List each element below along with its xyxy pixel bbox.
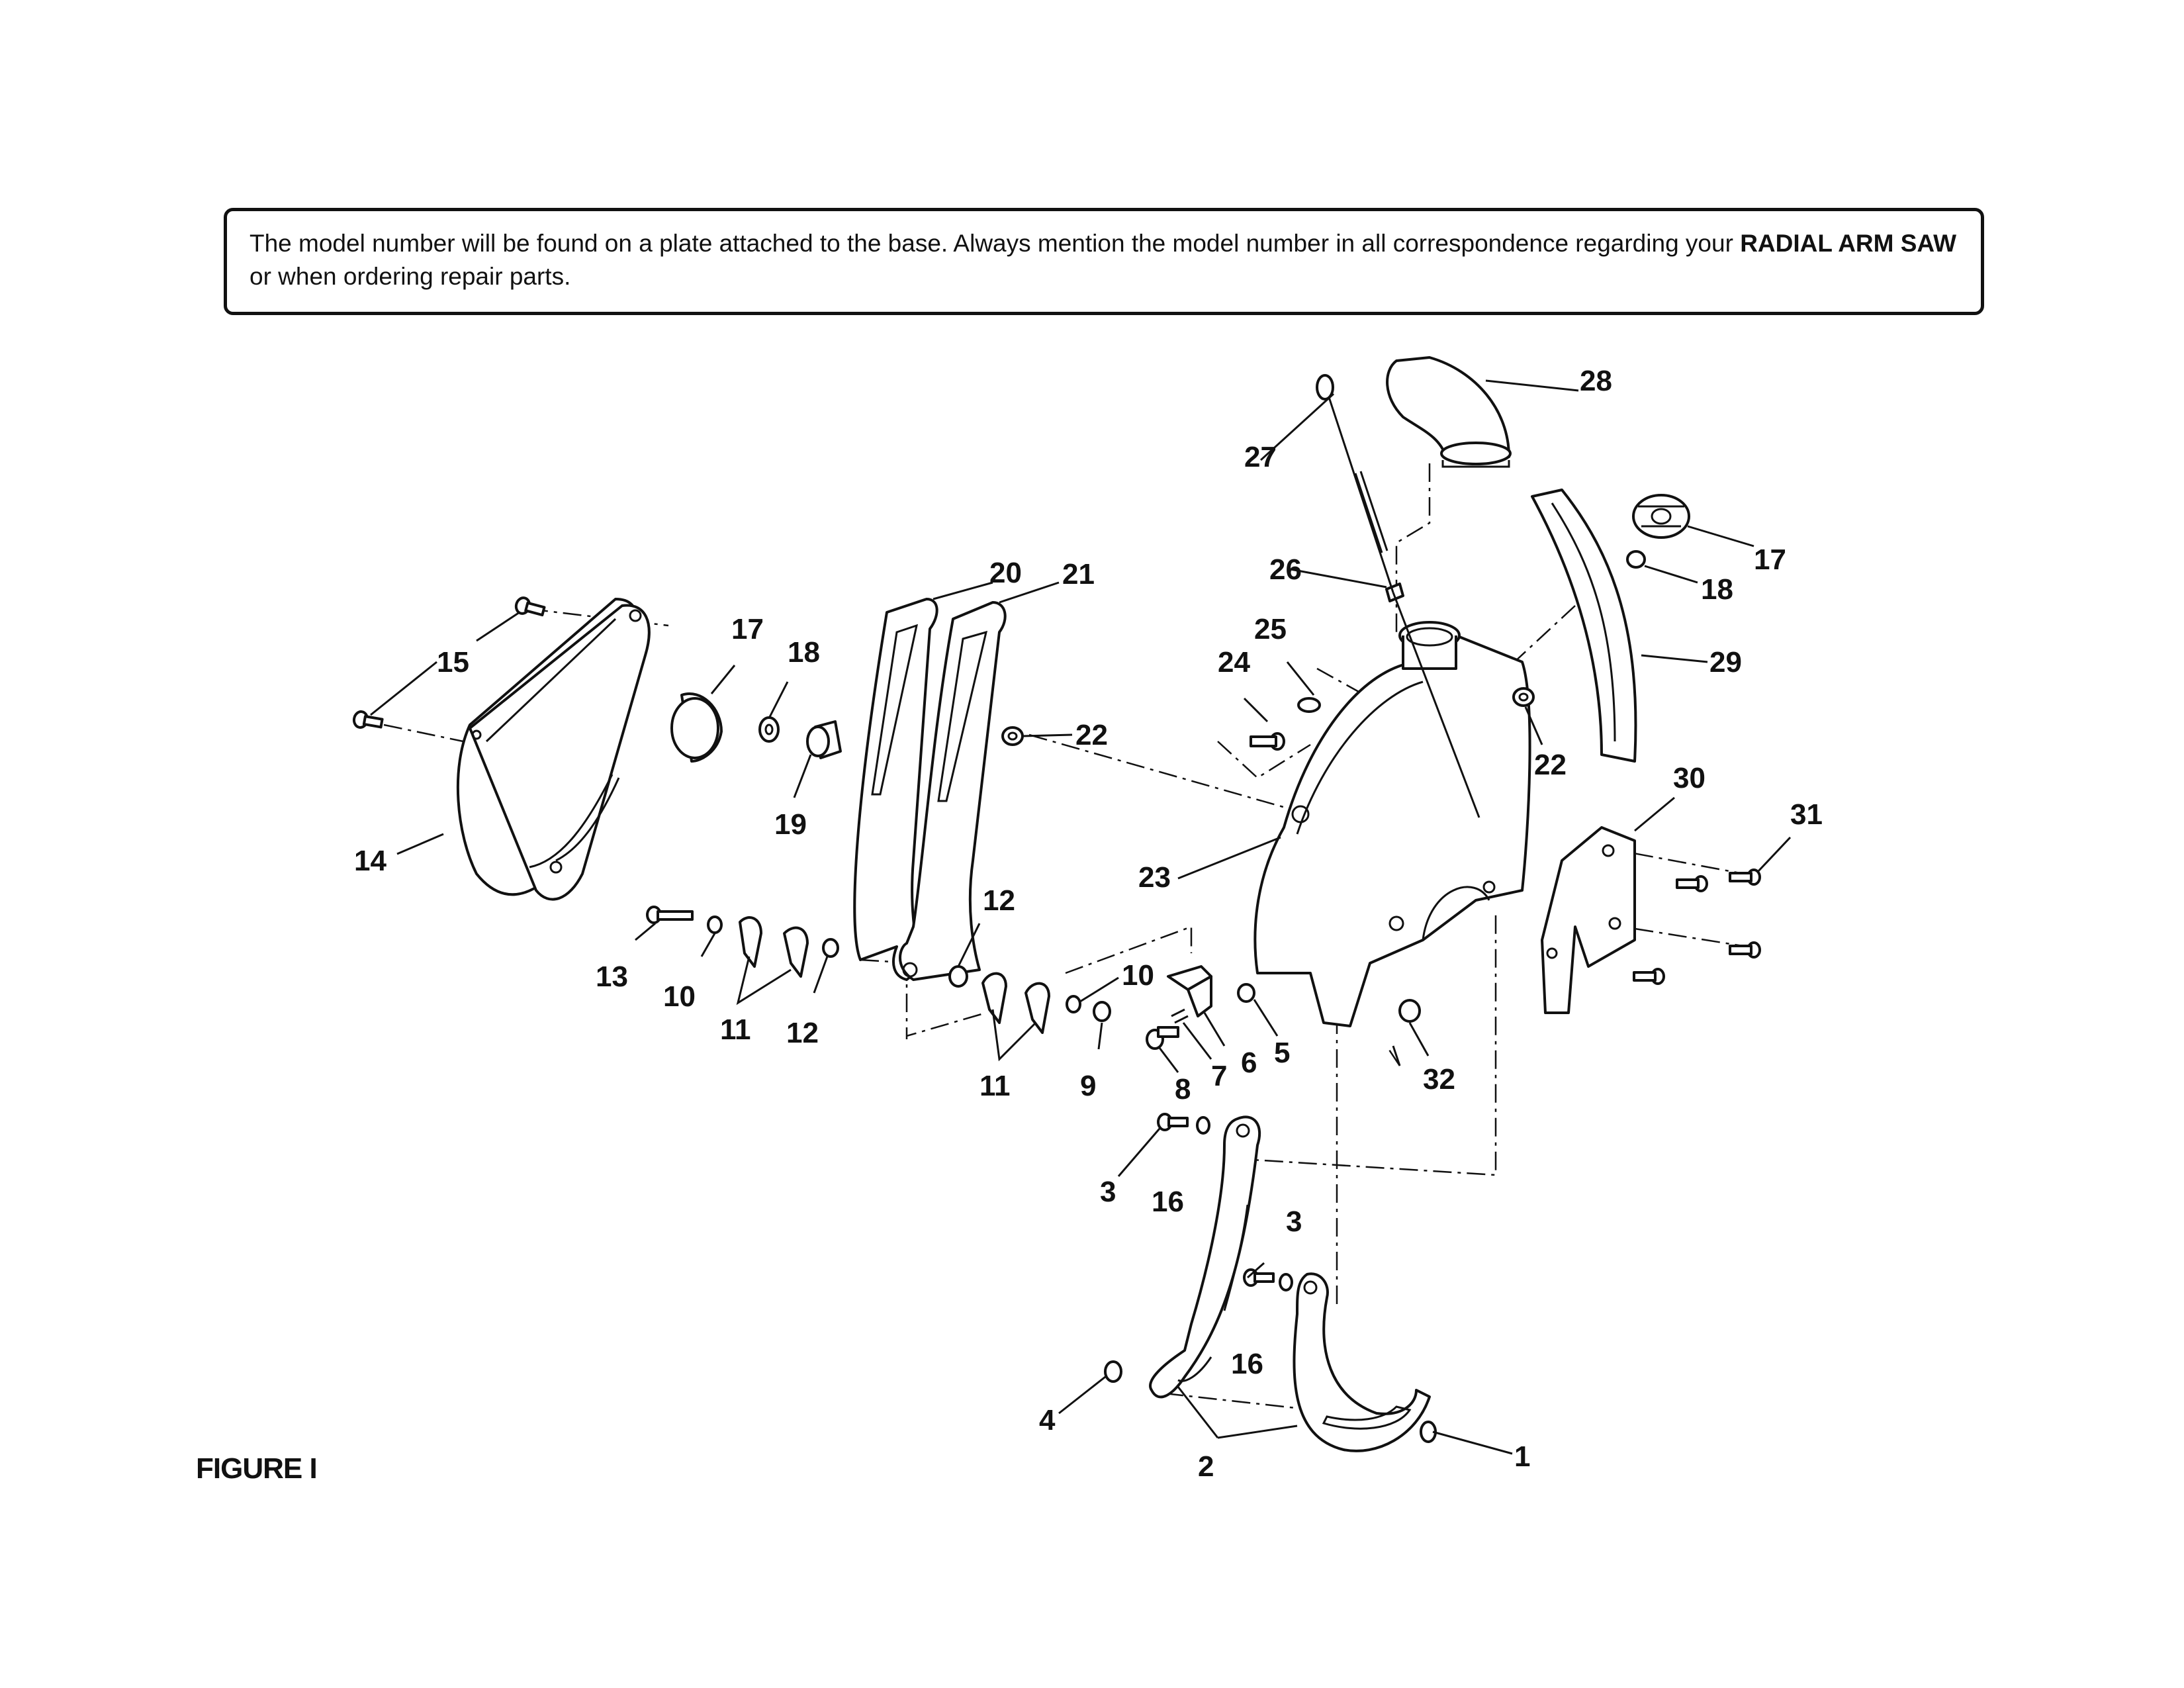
part-28-dust-elbow — [1386, 356, 1512, 468]
part-17-knob-left — [670, 692, 723, 763]
notice-text-after: or when ordering repair parts. — [250, 263, 571, 290]
part-18-washer-right — [1626, 550, 1646, 569]
model-number-notice: The model number will be found on a plat… — [224, 208, 1984, 315]
part-24-screw — [1250, 732, 1285, 751]
part-2-lower-guard-arms — [1149, 1115, 1431, 1452]
part-3-screws — [1157, 1113, 1275, 1287]
callout-31: 31 — [1790, 798, 1823, 831]
part-27-rod — [1316, 374, 1480, 818]
part-29-deflector — [1531, 489, 1637, 763]
part-32-screw — [1398, 999, 1421, 1023]
part-21-rail — [899, 601, 1007, 981]
callout-7: 7 — [1211, 1060, 1227, 1092]
callout-28: 28 — [1580, 365, 1612, 397]
part-31-screws — [1633, 868, 1761, 985]
part-20-rail — [853, 598, 938, 981]
callout-10b: 10 — [1122, 959, 1154, 992]
part-22-washer-left — [1001, 726, 1024, 746]
callout-25: 25 — [1254, 613, 1287, 645]
callout-11b: 11 — [979, 1070, 1011, 1102]
callout-13: 13 — [596, 961, 628, 993]
part-12-spacer-right — [948, 965, 968, 988]
callout-30: 30 — [1673, 762, 1706, 794]
notice-text-before: The model number will be found on a plat… — [250, 230, 1741, 257]
part-10-washer-left — [707, 915, 723, 934]
part-23-upper-guard — [1253, 621, 1531, 1027]
part-30-mount-plate — [1541, 826, 1636, 1014]
callout-27: 27 — [1244, 441, 1277, 473]
notice-bold-text: RADIAL ARM SAW — [1740, 230, 1957, 257]
part-15-screws — [352, 596, 546, 729]
part-5-washer — [1237, 983, 1255, 1003]
callout-3b: 3 — [1286, 1205, 1302, 1238]
leader-lines — [370, 379, 1792, 1455]
callout-32: 32 — [1423, 1063, 1455, 1096]
callout-22a: 22 — [1075, 719, 1108, 751]
part-17-knob-right — [1632, 494, 1690, 539]
part-11-pawls-left — [739, 916, 809, 978]
callout-12a: 12 — [786, 1017, 819, 1049]
callout-numbers: 1 2 3 3 4 5 6 7 8 9 10 10 11 11 12 12 13… — [354, 365, 1823, 1483]
part-4-nut — [1104, 1360, 1122, 1383]
part-11-pawls-right — [981, 972, 1050, 1034]
callout-16b: 16 — [1231, 1348, 1263, 1380]
part-14-side-cover — [456, 598, 651, 901]
callout-21: 21 — [1062, 558, 1095, 590]
callout-16a: 16 — [1152, 1186, 1184, 1218]
callout-11a: 11 — [720, 1013, 751, 1046]
callout-15: 15 — [437, 646, 469, 679]
part-6-bracket — [1167, 965, 1212, 1017]
callout-6: 6 — [1241, 1047, 1257, 1079]
callout-8: 8 — [1175, 1073, 1191, 1105]
callout-17b: 17 — [1754, 543, 1786, 576]
callout-14: 14 — [354, 845, 387, 877]
part-12-spacer-left — [822, 938, 839, 958]
callout-23: 23 — [1138, 861, 1171, 894]
callout-22b: 22 — [1534, 749, 1567, 781]
callout-24: 24 — [1218, 646, 1250, 679]
callout-2: 2 — [1198, 1450, 1214, 1483]
callout-17a: 17 — [731, 613, 764, 645]
part-18-washer-left — [758, 716, 780, 743]
callout-19: 19 — [774, 808, 807, 841]
part-26-clip — [1385, 583, 1404, 602]
callout-20: 20 — [989, 557, 1022, 589]
part-13-bolt — [646, 906, 694, 924]
figure-label: FIGURE I — [196, 1452, 318, 1485]
part-16-washers — [1196, 1116, 1293, 1291]
callout-1: 1 — [1514, 1440, 1530, 1473]
callout-29: 29 — [1709, 646, 1742, 679]
part-8-pin — [1146, 1026, 1179, 1050]
part-9-nut — [1093, 1001, 1111, 1022]
callout-12b: 12 — [983, 884, 1015, 917]
callout-5: 5 — [1274, 1037, 1290, 1069]
part-22-washer-right — [1512, 687, 1535, 707]
callout-9: 9 — [1080, 1070, 1096, 1102]
part-10-washer-right — [1066, 995, 1081, 1013]
part-7-spring — [1171, 1008, 1189, 1024]
part-19-spacer — [806, 720, 842, 759]
callout-3a: 3 — [1100, 1176, 1116, 1208]
part-25-plug — [1297, 697, 1321, 713]
callout-4: 4 — [1039, 1404, 1056, 1436]
callout-10a: 10 — [663, 980, 696, 1013]
callout-18a: 18 — [788, 636, 820, 669]
callout-18b: 18 — [1701, 573, 1733, 606]
callout-26: 26 — [1269, 553, 1302, 586]
